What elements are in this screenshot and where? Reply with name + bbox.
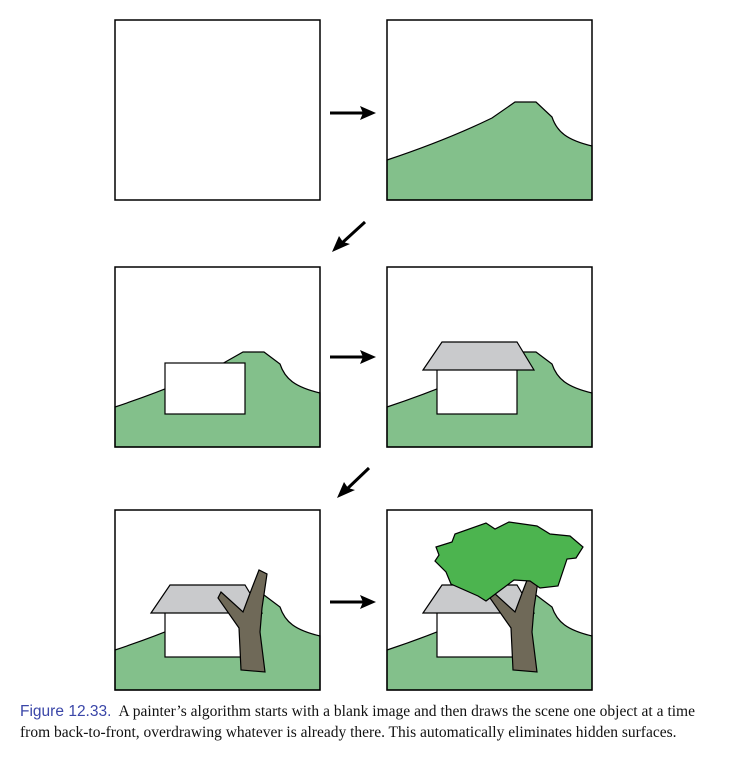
- hill-shape: [386, 101, 593, 201]
- panel-frame: [386, 266, 593, 448]
- panel-frame: [114, 19, 321, 201]
- arrow-right-1: [330, 106, 376, 120]
- arrow-diagonal-1: [332, 220, 367, 252]
- panel-frame: [386, 19, 593, 201]
- arrow-right-3: [330, 595, 376, 609]
- tree-trunk: [217, 569, 268, 673]
- panel-3-house-wall: [114, 266, 321, 448]
- panel-frame: [114, 266, 321, 448]
- roof: [421, 341, 536, 371]
- panel-6-canopy: [386, 509, 593, 691]
- panel-5-trunk: [114, 509, 321, 691]
- arrow-right-2: [330, 350, 376, 364]
- painters-algorithm-figure: [114, 19, 593, 691]
- figure-caption-text: A painter’s algorithm starts with a blan…: [20, 703, 695, 741]
- arrow-diagonal-2: [337, 466, 371, 498]
- panel-frame: [114, 509, 321, 691]
- panel-2-hill: [386, 19, 593, 201]
- house-wall: [436, 362, 518, 415]
- figure-caption: Figure 12.33. A painter’s algorithm star…: [20, 701, 695, 743]
- panel-frame: [386, 509, 593, 691]
- panel-4-roof: [386, 266, 593, 448]
- tree-canopy: [434, 521, 584, 602]
- panel-1-blank: [114, 19, 321, 201]
- figure-label: Figure 12.33.: [20, 703, 112, 720]
- house-wall: [164, 362, 246, 415]
